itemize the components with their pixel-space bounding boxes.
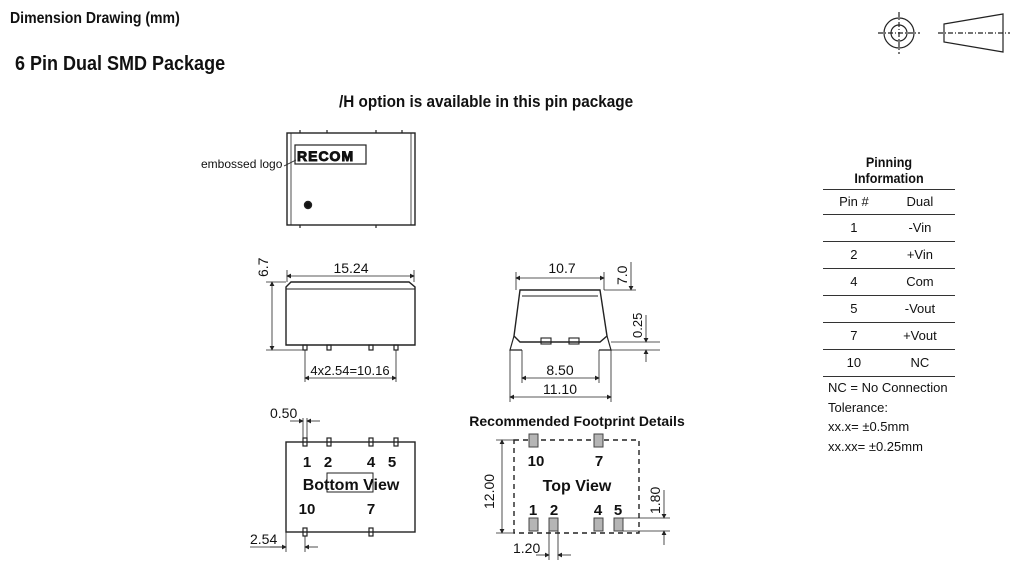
footprint-pin-10: 10 <box>528 453 545 470</box>
section-title: Dimension Drawing (mm) <box>10 10 180 27</box>
footprint-view <box>496 433 670 560</box>
package-top-drawing <box>283 130 416 228</box>
package-title: 6 Pin Dual SMD Package <box>15 53 226 75</box>
pin-function: +Vin <box>884 241 955 269</box>
bottom-pin-10: 10 <box>299 501 316 518</box>
end-top-width-dim: 10.7 <box>548 260 575 276</box>
pinning-col-pin: Pin # <box>823 189 885 215</box>
pin-number: 1 <box>823 214 885 242</box>
footprint-height-dim: 12.00 <box>481 474 497 509</box>
footprint-pin-7: 7 <box>595 453 603 470</box>
pin-number: 2 <box>823 241 885 269</box>
pin-function: -Vout <box>884 295 955 323</box>
footprint-pin-2: 2 <box>550 502 558 519</box>
bottom-view-label: Bottom View <box>303 477 400 494</box>
pin-function: +Vout <box>884 322 955 350</box>
side-height-dim: 6.7 <box>255 257 271 277</box>
side-pin-span-dim: 4x2.54=10.16 <box>310 363 389 378</box>
footprint-pin-5: 5 <box>614 502 622 519</box>
pin-number: 5 <box>823 295 885 323</box>
end-view <box>509 262 660 402</box>
pin-function: -Vin <box>884 214 955 242</box>
footprint-title: Recommended Footprint Details <box>469 413 685 429</box>
bottom-view <box>250 418 416 552</box>
pinning-header-row: Pin # Dual <box>823 189 955 215</box>
end-overall-width-dim: 11.10 <box>543 381 577 397</box>
pin-number: 7 <box>823 322 885 350</box>
bottom-pin-1: 1 <box>303 454 311 471</box>
option-note: /H option is available in this pin packa… <box>339 92 634 111</box>
bottom-pin-2: 2 <box>324 454 332 471</box>
footprint-pad-pitch-dim: 1.20 <box>513 540 540 556</box>
footprint-pin-1: 1 <box>529 502 537 519</box>
table-row: 5-Vout <box>823 295 955 323</box>
note-tolerance: Tolerance: <box>828 399 888 415</box>
table-row: 7+Vout <box>823 322 955 350</box>
side-view <box>266 270 416 382</box>
bottom-pin-4: 4 <box>367 454 376 471</box>
footprint-pad-length-dim: 1.80 <box>647 487 663 514</box>
pinning-col-dual: Dual <box>884 189 955 215</box>
bottom-pin-7: 7 <box>367 501 375 518</box>
bottom-pin-width-dim: 0.50 <box>270 405 297 421</box>
note-nc: NC = No Connection <box>828 380 948 395</box>
logo-callout: embossed logo <box>201 157 283 171</box>
side-length-dim: 15.24 <box>333 260 368 276</box>
bottom-pin-pitch-dim: 2.54 <box>250 531 277 547</box>
end-height-dim: 7.0 <box>614 265 630 285</box>
pin-number: 10 <box>823 349 885 377</box>
third-angle-projection-icon <box>878 12 1010 54</box>
logo-text: RECOM <box>297 148 354 164</box>
pinning-table: Pinning Information Pin # Dual 1-Vin 2+V… <box>823 154 955 377</box>
table-row: 2+Vin <box>823 241 955 269</box>
pin-number: 4 <box>823 268 885 296</box>
end-pin-inner-dim: 8.50 <box>546 362 573 378</box>
end-standoff-dim: 0.25 <box>630 313 645 338</box>
footprint-view-label: Top View <box>543 478 612 495</box>
notes: NC = No Connection Tolerance: xx.x= ±0.5… <box>828 378 948 456</box>
pin-function: NC <box>884 349 955 377</box>
table-row: 1-Vin <box>823 214 955 242</box>
note-tolerance-2dp: xx.xx= ±0.25mm <box>828 438 923 454</box>
pinning-title: Pinning Information <box>854 154 924 186</box>
bottom-pin-5: 5 <box>388 454 396 471</box>
note-tolerance-1dp: xx.x= ±0.5mm <box>828 419 910 434</box>
pin-function: Com <box>884 268 955 296</box>
footprint-pin-4: 4 <box>594 502 603 519</box>
